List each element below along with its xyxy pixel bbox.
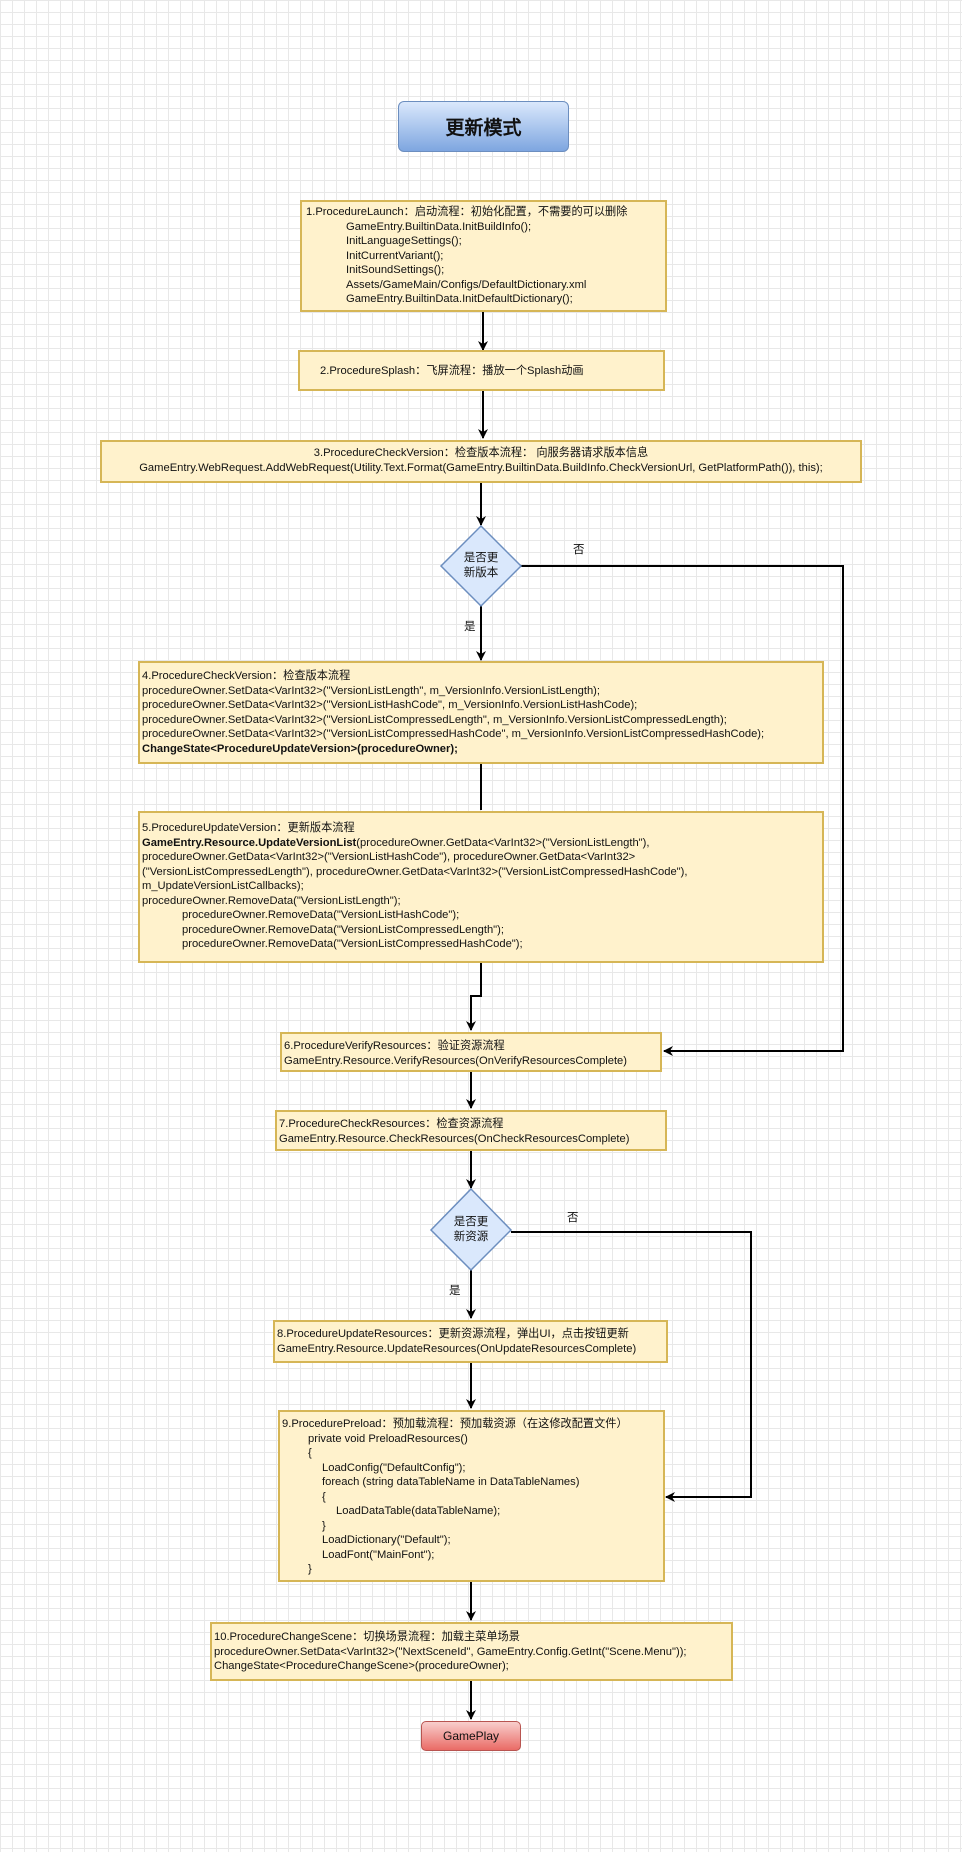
arrow-d1-s6-no [521, 565, 844, 1056]
step-9-line: { [308, 1447, 312, 1459]
step-4-line: procedureOwner.SetData<VarInt32>("Versio… [142, 699, 638, 711]
step-3-line: GameEntry.WebRequest.AddWebRequest(Utili… [139, 461, 823, 474]
step-10-line: procedureOwner.SetData<VarInt32>("NextSc… [214, 1645, 687, 1658]
step-1-line: InitLanguageSettings(); [346, 235, 462, 247]
decision-diamond-resources [429, 1187, 513, 1272]
step-9-line: LoadFont("MainFont"); [322, 1548, 435, 1561]
step-2-procedure-splash: 2.ProcedureSplash：飞屏流程：播放一个Splash动画 [298, 350, 665, 391]
step-9-line: private void PreloadResources() [308, 1432, 468, 1445]
step-8-line: 8.ProcedureUpdateResources：更新资源流程，弹出UI，点… [277, 1328, 629, 1340]
step-10-procedure-change-scene: 10.ProcedureChangeScene：切换场景流程：加载主菜单场景 p… [210, 1622, 733, 1681]
step-5-call-rest: (procedureOwner.GetData<VarInt32>("Versi… [356, 836, 650, 849]
step-9-procedure-preload: 9.ProcedurePreload：预加载流程：预加载资源（在这修改配置文件）… [278, 1410, 665, 1582]
step-10-line: 10.ProcedureChangeScene：切换场景流程：加载主菜单场景 [214, 1631, 520, 1643]
step-9-line: } [322, 1519, 326, 1532]
step-5-call-bold: GameEntry.Resource.UpdateVersionList [142, 836, 357, 849]
step-7-procedure-check-resources: 7.ProcedureCheckResources：检查资源流程 GameEnt… [275, 1110, 667, 1151]
step-10-line: ChangeState<ProcedureChangeScene>(proced… [214, 1660, 509, 1672]
step-4-line: procedureOwner.SetData<VarInt32>("Versio… [142, 684, 600, 697]
decision-resources-label: 是否更 新资源 [441, 1215, 501, 1245]
step-9-line: LoadDictionary("Default"); [322, 1534, 451, 1546]
decision-resources-line: 是否更 [453, 1216, 489, 1228]
step-6-procedure-verify-resources: 6.ProcedureVerifyResources：验证资源流程 GameEn… [280, 1032, 662, 1072]
step-5-line: m_UpdateVersionListCallbacks); [142, 880, 304, 892]
step-1-line: 1.ProcedureLaunch：启动流程：初始化配置，不需要的可以删除 [306, 206, 628, 218]
step-9-line: 9.ProcedurePreload：预加载流程：预加载资源（在这修改配置文件） [282, 1418, 628, 1430]
step-9-line: foreach (string dataTableName in DataTab… [322, 1476, 580, 1488]
decision-version-line: 是否更 [463, 552, 499, 564]
step-9-line: LoadConfig("DefaultConfig"); [322, 1461, 466, 1474]
yes-label: 是 [464, 621, 476, 633]
step-5-line: procedureOwner.RemoveData("VersionListHa… [182, 909, 460, 921]
step-5-line: procedureOwner.GetData<VarInt32>("Versio… [142, 851, 636, 863]
step-4-line: ChangeState<ProcedureUpdateVersion>(proc… [142, 742, 458, 755]
step-5-line: 5.ProcedureUpdateVersion：更新版本流程 [142, 822, 355, 834]
step-7-line: GameEntry.Resource.CheckResources(OnChec… [279, 1132, 630, 1145]
step-1-line: GameEntry.BuiltinData.InitDefaultDiction… [346, 293, 573, 305]
yes-label: 是 [449, 1285, 461, 1297]
diagram-title: 更新模式 [398, 101, 569, 152]
no-label: 否 [567, 1212, 579, 1224]
no-label: 否 [573, 544, 585, 556]
step-4-line: 4.ProcedureCheckVersion：检查版本流程 [142, 670, 351, 682]
decision-diamond-version [439, 524, 523, 608]
step-3-line: 3.ProcedureCheckVersion：检查版本流程： 向服务器请求版本… [313, 447, 649, 459]
step-5-line: GameEntry.Resource.UpdateVersionList(pro… [142, 836, 820, 851]
step-5-line: procedureOwner.RemoveData("VersionListLe… [142, 894, 401, 907]
step-9-line: LoadDataTable(dataTableName); [336, 1505, 501, 1517]
step-5-line: ("VersionListCompressedLength"), procedu… [142, 865, 688, 878]
step-7-line: 7.ProcedureCheckResources：检查资源流程 [279, 1118, 504, 1130]
step-1-line: GameEntry.BuiltinData.InitBuildInfo(); [346, 220, 532, 233]
gameplay-terminal: GamePlay [421, 1721, 521, 1751]
step-4-line: procedureOwner.SetData<VarInt32>("Versio… [142, 713, 727, 726]
arrow-d2-s9-no [511, 1231, 752, 1502]
step-1-line: Assets/GameMain/Configs/DefaultDictionar… [346, 278, 587, 291]
step-4-line: procedureOwner.SetData<VarInt32>("Versio… [142, 728, 765, 740]
step-1-line: InitSoundSettings(); [346, 264, 445, 276]
step-8-procedure-update-resources: 8.ProcedureUpdateResources：更新资源流程，弹出UI，点… [273, 1320, 668, 1363]
step-3-procedure-check-version: 3.ProcedureCheckVersion：检查版本流程： 向服务器请求版本… [100, 440, 862, 483]
step-5-line: procedureOwner.RemoveData("VersionListCo… [182, 938, 523, 950]
step-4-procedure-check-version: 4.ProcedureCheckVersion：检查版本流程 procedure… [138, 661, 824, 764]
arrow-s5-s6 [466, 962, 482, 1031]
step-2-line: 2.ProcedureSplash：飞屏流程：播放一个Splash动画 [320, 365, 584, 377]
step-9-line: { [322, 1490, 326, 1503]
step-9-line: } [308, 1563, 312, 1575]
decision-version-line: 新版本 [463, 567, 499, 579]
step-6-line: 6.ProcedureVerifyResources：验证资源流程 [284, 1040, 505, 1052]
step-6-line: GameEntry.Resource.VerifyResources(OnVer… [284, 1054, 628, 1067]
decision-resources-line: 新资源 [453, 1231, 489, 1243]
step-8-line: GameEntry.Resource.UpdateResources(OnUpd… [277, 1342, 637, 1355]
step-1-line: InitCurrentVariant(); [346, 249, 444, 262]
step-5-line: procedureOwner.RemoveData("VersionListCo… [182, 923, 504, 936]
decision-version-label: 是否更 新版本 [451, 551, 511, 581]
step-1-procedure-launch: 1.ProcedureLaunch：启动流程：初始化配置，不需要的可以删除 Ga… [300, 200, 667, 312]
step-5-procedure-update-version: 5.ProcedureUpdateVersion：更新版本流程 GameEntr… [138, 811, 824, 963]
